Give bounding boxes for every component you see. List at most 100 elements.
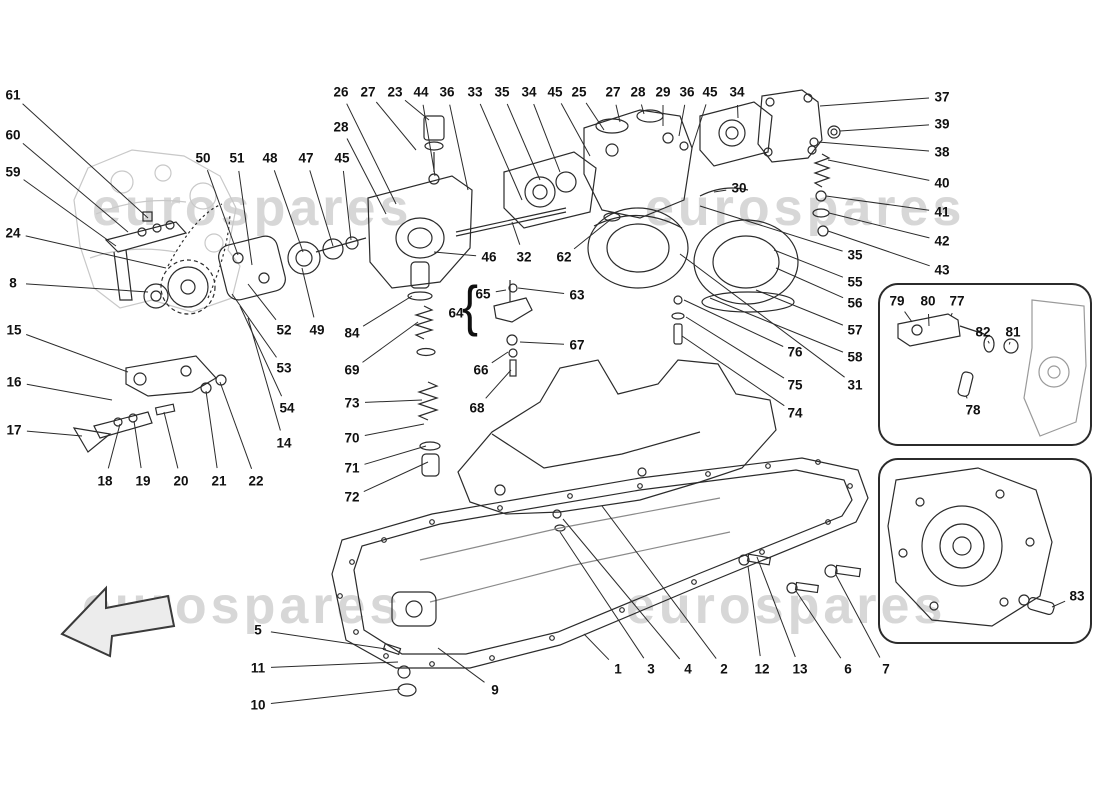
leader-line-12: [747, 565, 761, 657]
leader-line-80: [928, 313, 930, 327]
pan-bolts: [738, 553, 862, 594]
oil-pump-body-2: [503, 151, 597, 229]
leader-line-70: [364, 423, 425, 436]
leader-line-26: [346, 103, 397, 205]
leader-line-30: [713, 189, 727, 193]
tensioner-assembly: [72, 355, 227, 453]
strainer-bolts: [671, 295, 685, 345]
leader-line-13: [756, 556, 796, 658]
leader-line-4: [562, 518, 681, 660]
leader-line-45: [560, 103, 591, 157]
leader-line-35: [699, 205, 843, 252]
leader-line-10: [270, 688, 401, 704]
leader-line-67: [519, 341, 565, 345]
leader-line-31: [679, 253, 845, 378]
leader-line-72: [363, 461, 429, 493]
leader-line-19: [133, 420, 142, 469]
drive-rod: [455, 207, 567, 237]
leader-line-35: [506, 103, 541, 181]
leader-line-69: [362, 321, 419, 363]
inset-2-housing-art: [887, 467, 1055, 627]
leader-line-8: [25, 283, 149, 293]
leader-line-32: [511, 221, 521, 245]
leader-line-75: [685, 316, 785, 379]
leader-line-77: [950, 312, 953, 317]
leader-line-52: [247, 283, 277, 321]
oil-sump-pan: [331, 457, 869, 697]
leader-line-6: [795, 590, 842, 659]
leader-line-83: [1051, 600, 1066, 608]
leader-line-65: [495, 289, 507, 293]
leader-line-39: [839, 124, 930, 132]
leader-line-20: [163, 411, 179, 469]
leader-line-54: [239, 305, 283, 397]
leader-line-71: [364, 445, 427, 465]
leader-line-2: [601, 505, 717, 659]
leader-line-28: [640, 104, 645, 115]
leader-line-22: [219, 381, 253, 469]
leader-line-49: [301, 267, 315, 318]
leader-line-16: [26, 383, 113, 401]
leader-line-55: [773, 249, 844, 278]
inset-detail-box-2: [878, 458, 1092, 644]
leader-line-46: [433, 251, 477, 257]
leader-line-66: [491, 351, 509, 364]
leader-line-14: [247, 317, 281, 431]
leader-line-76: [683, 299, 784, 347]
leader-line-42: [828, 212, 930, 239]
leader-line-62: [573, 219, 611, 250]
leader-line-28: [346, 138, 387, 215]
leader-line-7: [835, 574, 881, 658]
leader-line-37: [819, 97, 930, 107]
strainer-covers: [587, 187, 799, 313]
leader-line-25: [585, 102, 605, 131]
chain-sprocket: [143, 203, 231, 315]
leader-line-34: [533, 103, 561, 173]
leader-line-9: [437, 647, 485, 683]
leader-line-34: [737, 104, 739, 119]
leader-line-40: [827, 159, 930, 181]
leader-line-45: [342, 170, 352, 241]
leader-line-74: [681, 335, 785, 407]
leader-line-60: [22, 143, 129, 233]
leader-line-63: [517, 287, 565, 294]
leader-line-73: [364, 399, 423, 403]
pickup-fork-parts: [493, 280, 533, 377]
leader-line-84: [362, 295, 413, 327]
inset-1-valve-art: [897, 313, 1019, 397]
leader-line-44: [422, 104, 436, 177]
leader-line-21: [205, 390, 218, 469]
leader-line-82: [987, 340, 990, 344]
watermark-text: eurospares: [92, 179, 413, 237]
leader-line-43: [827, 230, 930, 267]
leader-line-27: [375, 101, 417, 151]
leader-line-1: [583, 633, 610, 661]
leader-line-61: [22, 103, 149, 219]
leader-line-57: [755, 289, 844, 326]
leader-line-78: [965, 395, 968, 399]
leader-line-47: [309, 170, 334, 247]
leader-line-38: [817, 141, 930, 152]
leader-line-41: [825, 195, 930, 211]
leader-line-15: [26, 334, 129, 373]
leader-line-11: [270, 661, 399, 668]
leader-line-27: [615, 104, 621, 123]
direction-arrow-icon: [60, 585, 176, 658]
leader-line-45: [691, 104, 707, 149]
leader-line-50: [206, 170, 239, 256]
leader-line-48: [273, 170, 304, 253]
leader-line-18: [107, 423, 121, 469]
oil-pump-body-1: [367, 115, 473, 289]
leader-line-33: [479, 103, 523, 201]
leader-line-56: [775, 267, 844, 299]
leader-line-24: [25, 235, 167, 269]
leader-line-53: [231, 293, 277, 358]
leader-line-3: [559, 531, 645, 659]
leader-line-51: [238, 170, 253, 266]
inset-detail-box-1: [878, 283, 1092, 446]
inset-1-gearbox-ghost: [1023, 299, 1087, 437]
